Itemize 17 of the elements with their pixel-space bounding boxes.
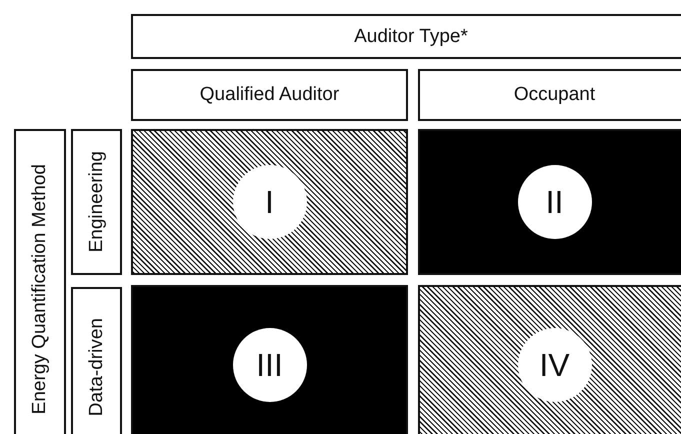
column-group-header: Auditor Type* bbox=[131, 14, 681, 59]
column-header: Occupant bbox=[418, 69, 681, 121]
numeral-circle: II bbox=[518, 165, 592, 239]
row-header bbox=[71, 129, 122, 275]
numeral-circle: IV bbox=[518, 328, 592, 402]
column-header: Qualified Auditor bbox=[131, 69, 408, 121]
hatched-quadrant bbox=[418, 285, 681, 434]
hatched-quadrant bbox=[131, 129, 408, 275]
row-group-header bbox=[14, 129, 66, 434]
row-header-text: Data-driven bbox=[86, 318, 108, 416]
filled-quadrant bbox=[131, 285, 408, 434]
row-header-text: Engineering bbox=[86, 151, 108, 253]
row-group-header-text: Energy Quantification Method bbox=[29, 164, 51, 414]
row-header bbox=[71, 287, 122, 434]
filled-quadrant bbox=[418, 129, 681, 275]
numeral-circle: I bbox=[232, 165, 306, 239]
numeral-circle: III bbox=[232, 328, 306, 402]
